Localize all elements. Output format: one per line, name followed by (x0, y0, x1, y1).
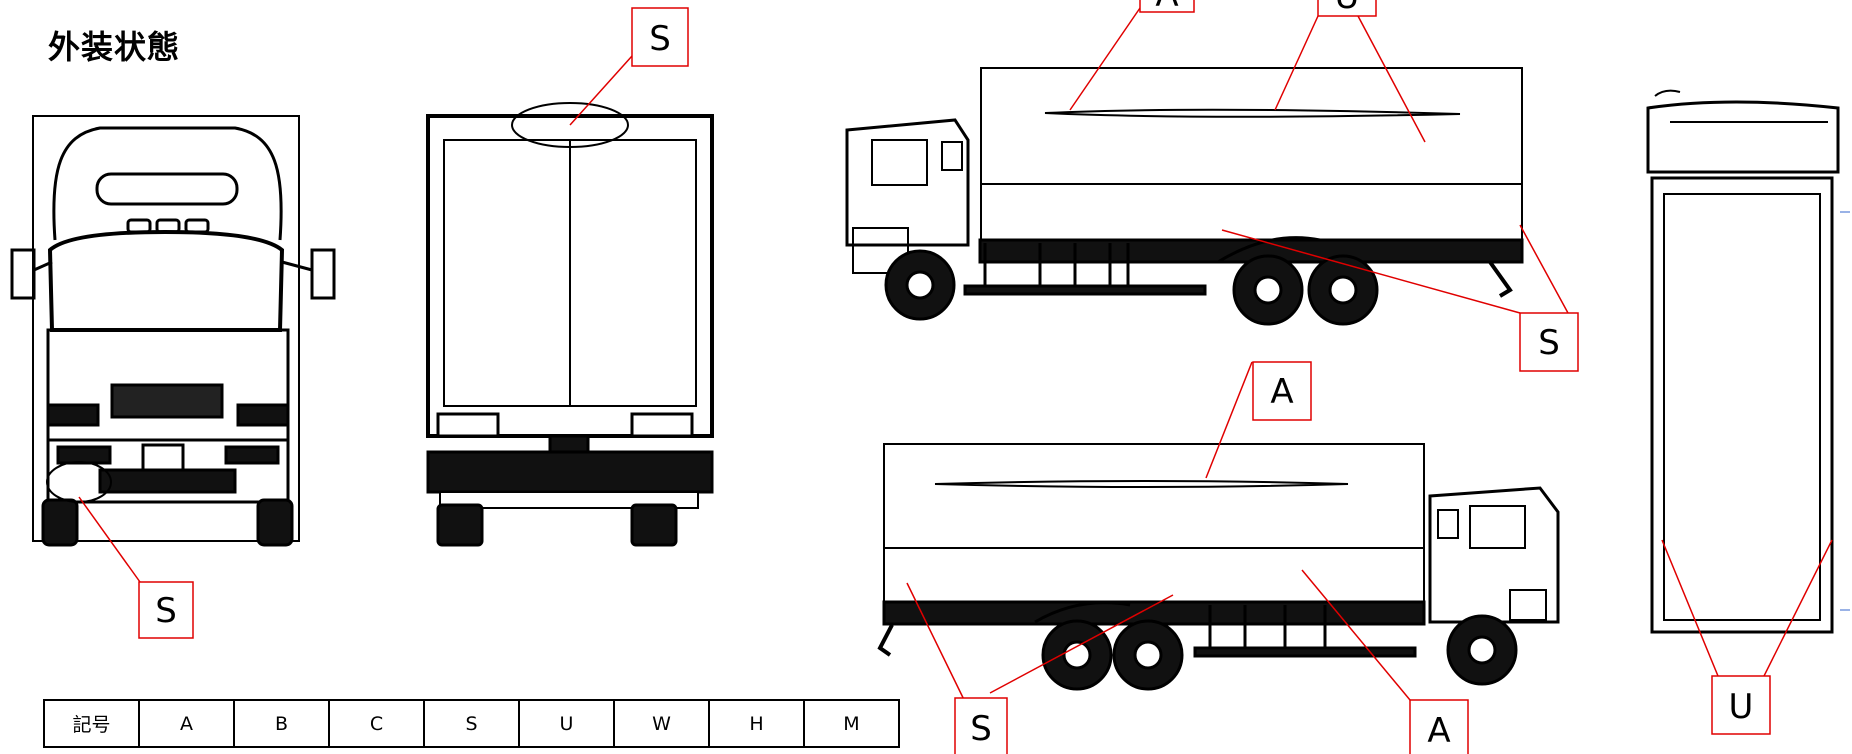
marker-side-left-a-top-label: A (1270, 372, 1293, 412)
marker-side-right-a-top: A (1139, 0, 1195, 15)
legend-cell: H (708, 699, 805, 748)
truck-rear-view (426, 102, 714, 547)
legend-cell: 記号 (43, 699, 140, 748)
marker-side-right-u-top-label: U (1335, 0, 1360, 17)
page-title: 外装状態 (48, 28, 181, 66)
legend-cell: B (233, 699, 330, 748)
legend-cell: U (518, 699, 615, 748)
truck-side-view-left (877, 443, 1560, 691)
marker-side-right-u-top: U (1317, 0, 1377, 17)
marker-rear-s-label: S (649, 19, 671, 59)
legend-cell: M (803, 699, 900, 748)
marker-rear-s: S (631, 7, 689, 67)
marker-side-left-a-bottom: A (1409, 699, 1469, 754)
marker-side-left-a-top: A (1252, 361, 1312, 421)
marker-side-right-a-top-label: A (1155, 0, 1178, 15)
damage-marker-lines (78, 7, 1833, 713)
marker-top-u: U (1711, 675, 1771, 735)
legend-cell: C (328, 699, 425, 748)
legend-header-row: 記号 A B C S U W H M (43, 699, 900, 748)
marker-side-left-a-bottom-label: A (1427, 711, 1450, 751)
marker-side-right-s: S (1519, 312, 1579, 372)
marker-front-s: S (138, 581, 194, 639)
legend-cell: S (423, 699, 520, 748)
marker-side-left-s: S (954, 697, 1008, 754)
marker-top-u-label: U (1729, 687, 1754, 727)
legend-cell: W (613, 699, 710, 748)
legend-cell: A (138, 699, 235, 748)
truck-front-view (10, 115, 336, 547)
marker-front-s-label: S (155, 591, 177, 631)
truck-top-view (1646, 89, 1850, 634)
truck-side-view-right (845, 67, 1524, 326)
marker-side-left-s-label: S (970, 709, 992, 749)
symbol-legend-table: 記号 A B C S U W H M (43, 699, 900, 748)
marker-side-right-s-label: S (1538, 323, 1560, 363)
